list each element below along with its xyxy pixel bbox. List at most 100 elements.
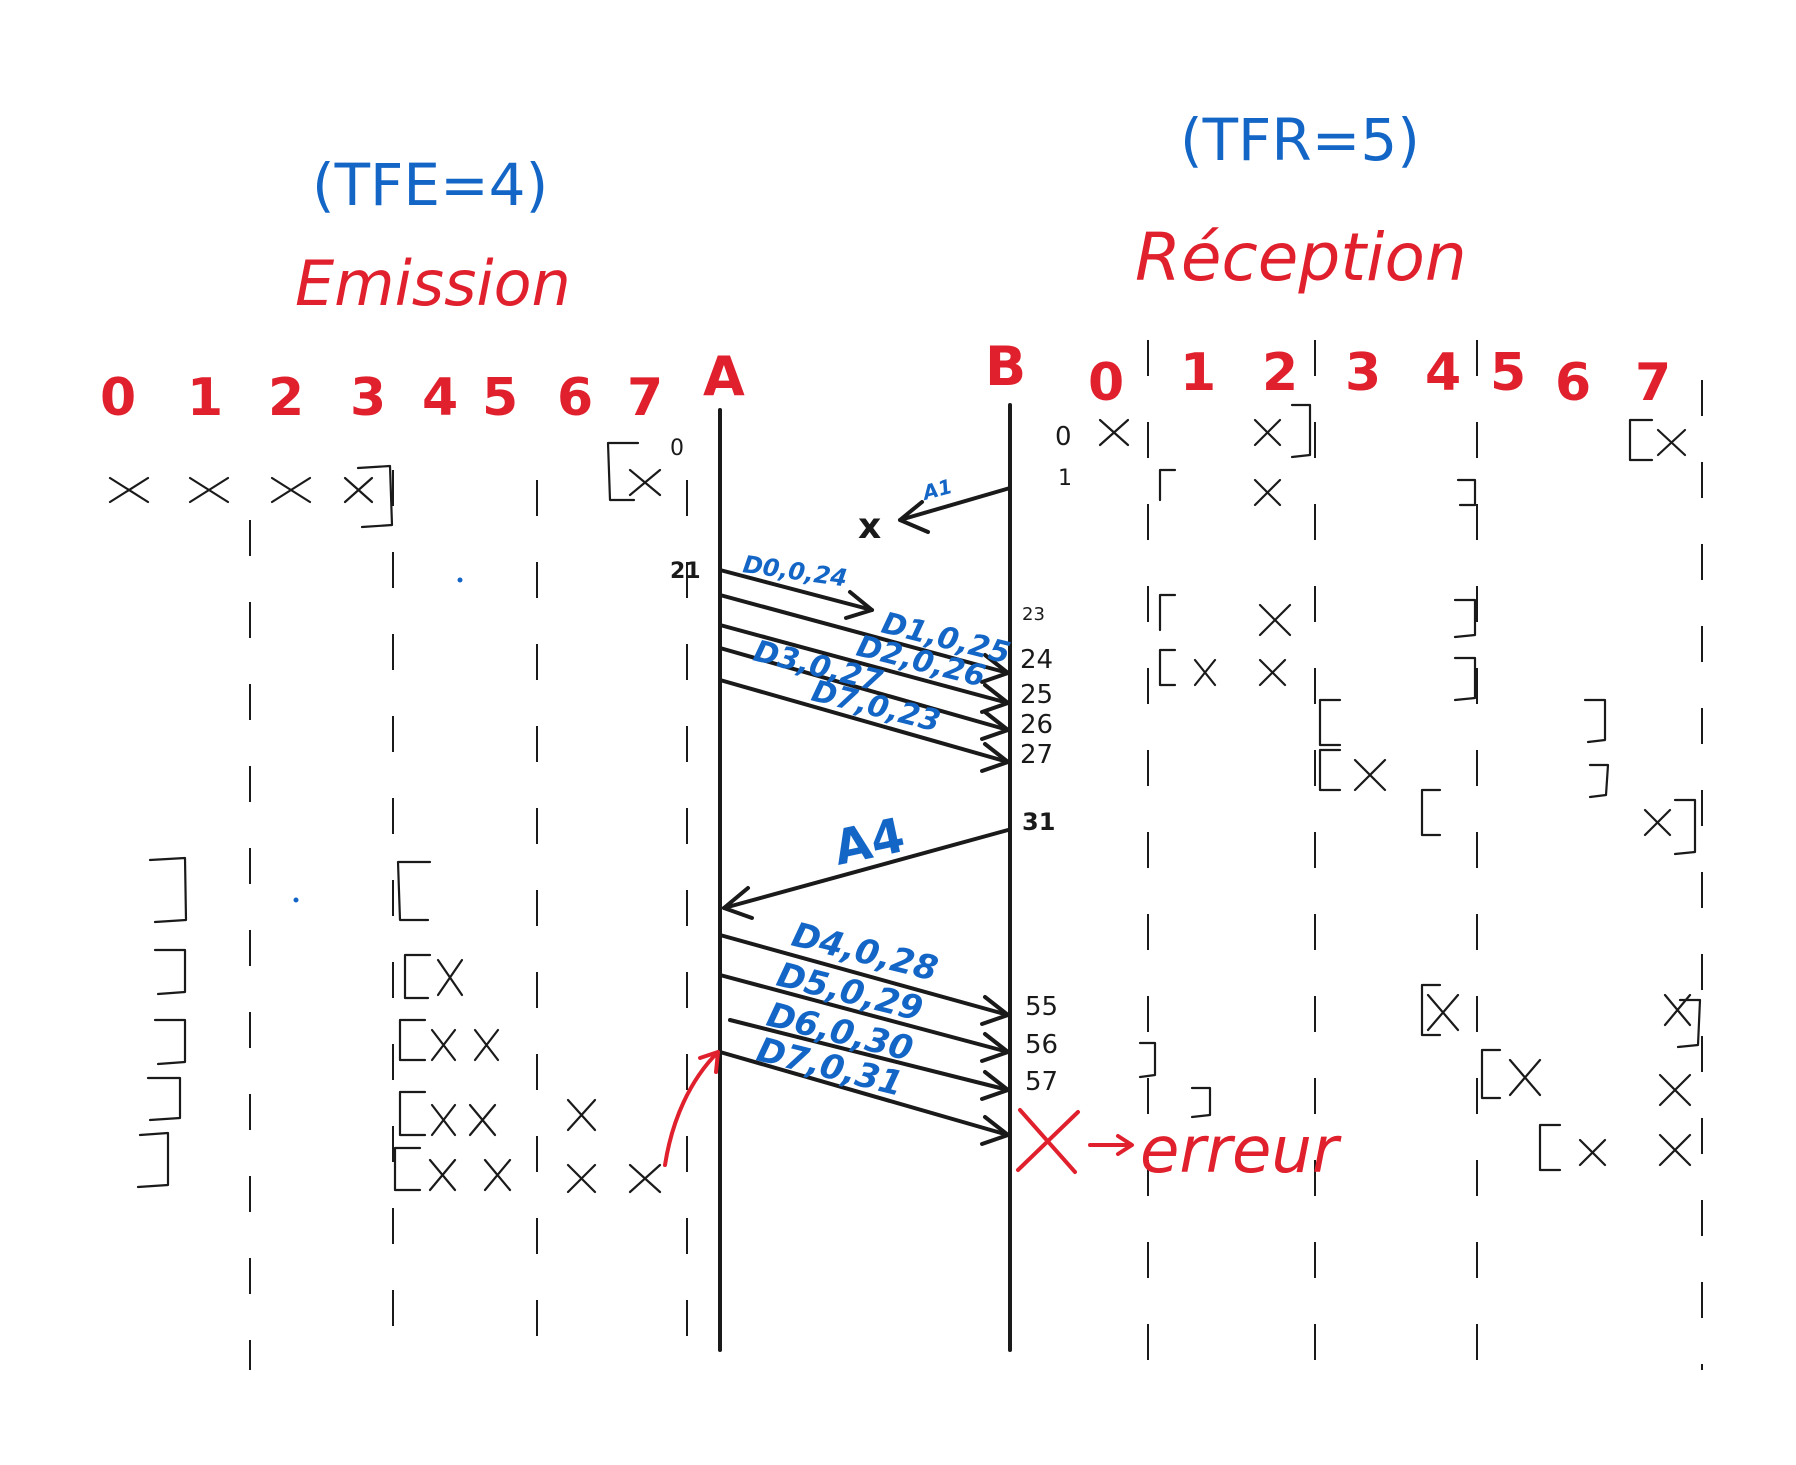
retransmit-arrow	[663, 1050, 720, 1167]
time-b-23: 23	[1022, 604, 1045, 625]
time-b-24: 24	[1020, 645, 1053, 675]
message-arrow	[718, 646, 1010, 732]
receiver-bracket-open	[1158, 468, 1177, 502]
message-a1: A1 x	[858, 474, 1012, 547]
receiver-cross	[1658, 1133, 1692, 1167]
message-arrow	[718, 623, 1010, 705]
sender-zero-mark: 0	[670, 436, 684, 461]
error-annotation: erreur	[1016, 1108, 1342, 1188]
sender-bracket-open	[606, 441, 640, 502]
sender-cross	[188, 476, 230, 504]
message-arrow	[722, 828, 1010, 910]
sender-cross	[566, 1098, 597, 1132]
receiver-bracket-close	[1453, 598, 1477, 639]
message-arrow	[718, 973, 1010, 1054]
sender-bracket-close	[146, 1076, 182, 1122]
time-b-27: 27	[1020, 740, 1053, 770]
sender-bracket-close	[153, 1018, 187, 1066]
message-label: D0,0,24	[741, 550, 849, 592]
time-b-57: 57	[1025, 1067, 1058, 1097]
message-arrow	[718, 933, 1010, 1017]
receiver-bracket-open	[1158, 593, 1177, 632]
receiver-seq-2: 2	[1262, 343, 1298, 403]
message-label: A1	[918, 474, 955, 505]
message-arrow	[718, 1050, 1010, 1137]
receiver-cross	[1508, 1058, 1542, 1097]
receiver-cross	[1098, 418, 1130, 447]
error-cross-icon	[1016, 1108, 1080, 1174]
sender-bracket-close	[153, 948, 187, 996]
sender-cross	[430, 1103, 497, 1137]
receiver-seq-numbers: 0 1 2 3 4 5 6 7	[1088, 343, 1671, 413]
receiver-bracket-close	[1138, 1041, 1157, 1079]
receiver-seq-4: 4	[1425, 343, 1461, 403]
receiver-seq-3: 3	[1345, 343, 1381, 403]
sender-seq-3: 3	[350, 368, 386, 428]
receiver-bracket-open	[1480, 1048, 1502, 1100]
arrow-head	[898, 500, 930, 534]
receiver-cross	[1658, 1073, 1692, 1107]
receiver-zero-mark: 0	[1055, 422, 1072, 452]
receiver-bracket-open	[1420, 983, 1442, 1037]
receiver-title: Réception	[1135, 219, 1467, 296]
sender-cross	[108, 476, 150, 504]
sender-seq-1: 1	[187, 368, 223, 428]
stray-dot	[293, 897, 299, 903]
sender-title: Emission	[295, 247, 571, 320]
time-b-31: 31	[1022, 808, 1055, 836]
sender-seq-4: 4	[422, 368, 458, 428]
node-a-label: A	[703, 345, 745, 408]
error-arrow	[1088, 1134, 1134, 1156]
receiver-cross	[1643, 808, 1672, 837]
message-arrow	[718, 593, 1010, 675]
message-a4: A4	[722, 807, 1010, 920]
arrow-head	[844, 590, 874, 620]
sender-cross	[430, 1028, 500, 1062]
arrow-head	[980, 653, 1010, 684]
arrow-head	[980, 1032, 1010, 1063]
sender-cross	[628, 468, 662, 497]
arrow-head	[980, 710, 1010, 741]
receiver-bracket-open	[1628, 418, 1654, 462]
receiver-bracket-open	[1158, 648, 1177, 687]
receiver-bracket-close	[1190, 1086, 1212, 1119]
receiver-cross	[1193, 658, 1287, 687]
receiver-cross	[1426, 993, 1460, 1032]
sender-seq-7: 7	[627, 368, 663, 428]
error-label: erreur	[1140, 1114, 1342, 1188]
receiver-bracket-close	[1583, 698, 1607, 744]
sender-seq-6: 6	[557, 368, 593, 428]
time-b-56: 56	[1025, 1030, 1058, 1060]
sender-cross	[436, 958, 464, 997]
receiver-cross	[1353, 758, 1387, 792]
arrow-head	[980, 1070, 1010, 1101]
receiver-column-separators	[1147, 340, 1703, 1370]
sender-window-label: (TFE=4)	[312, 151, 548, 219]
receiver-cross	[1258, 603, 1292, 637]
message-arrow	[898, 486, 1012, 522]
sender-seq-numbers: 0 1 2 3 4 5 6 7	[100, 368, 663, 428]
arrow-head	[980, 1115, 1010, 1146]
sender-bracket-close	[356, 464, 394, 529]
sender-bracket-close	[136, 1131, 170, 1189]
arrow-head	[980, 995, 1010, 1026]
receiver-window-label: (TFR=5)	[1180, 106, 1420, 174]
message-label: A4	[829, 807, 910, 876]
arrow-head	[980, 683, 1010, 714]
receiver-seq-5: 5	[1490, 343, 1526, 403]
time-b-25: 25	[1020, 680, 1053, 710]
lost-mark: x	[858, 506, 881, 547]
receiver-bracket-open	[1538, 1123, 1562, 1172]
sender-bracket-open	[403, 953, 432, 1000]
receiver-seq-1: 1	[1180, 343, 1216, 403]
arrow-head	[722, 886, 754, 920]
receiver-cross	[1656, 428, 1687, 457]
message-d0: D0,0,24	[718, 550, 874, 620]
sender-cross	[428, 1158, 512, 1192]
sender-bracket-open	[398, 1090, 427, 1137]
message-arrow	[718, 568, 874, 612]
sender-column-separators	[249, 470, 688, 1370]
sender-bracket-open	[398, 1018, 427, 1062]
receiver-seq-7: 7	[1635, 353, 1671, 413]
